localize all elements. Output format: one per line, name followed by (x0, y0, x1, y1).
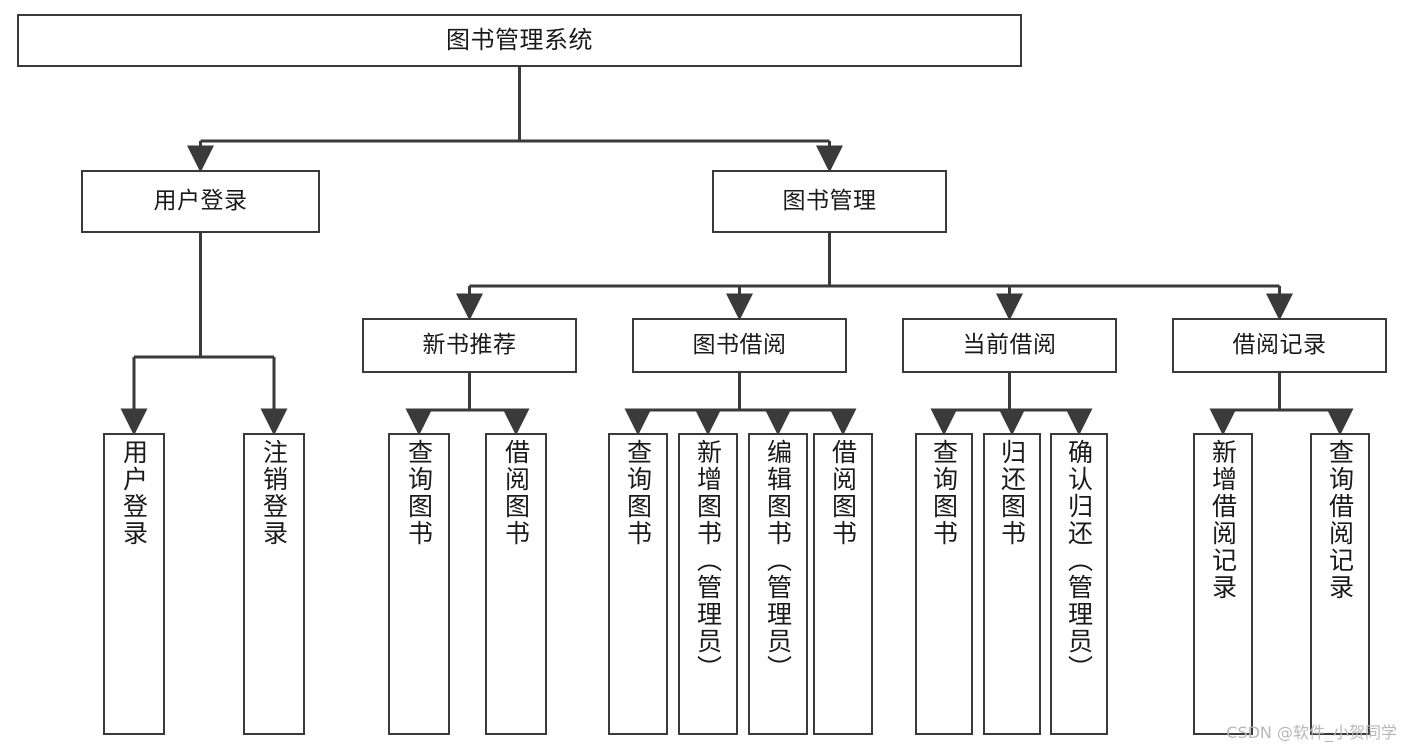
node-label: 确认归还（管理员） (1064, 439, 1094, 682)
node-label: 图书管理系统 (446, 26, 593, 55)
node-label: 编辑图书（管理员） (763, 439, 793, 682)
node-newbook[interactable]: 新书推荐 (362, 318, 577, 373)
node-c1[interactable]: 查询图书 (915, 433, 973, 735)
node-n2[interactable]: 借阅图书 (485, 433, 547, 735)
node-r2[interactable]: 查询借阅记录 (1310, 433, 1370, 735)
node-b2[interactable]: 新增图书（管理员） (678, 433, 738, 735)
node-c3[interactable]: 确认归还（管理员） (1050, 433, 1108, 735)
node-b1[interactable]: 查询图书 (608, 433, 668, 735)
node-label: 新增借阅记录 (1208, 439, 1238, 601)
node-label: 用户登录 (153, 187, 248, 214)
node-label: 查询图书 (623, 439, 653, 547)
node-label: 借阅记录 (1232, 331, 1327, 358)
node-label: 图书管理 (782, 187, 877, 214)
node-bookmgmt[interactable]: 图书管理 (712, 170, 947, 233)
node-login[interactable]: 用户登录 (81, 170, 320, 233)
node-label: 查询图书 (929, 439, 959, 547)
node-n1[interactable]: 查询图书 (388, 433, 450, 735)
node-label: 当前借阅 (962, 331, 1057, 358)
node-root[interactable]: 图书管理系统 (17, 14, 1022, 67)
node-l2[interactable]: 注销登录 (243, 433, 305, 735)
node-records[interactable]: 借阅记录 (1172, 318, 1387, 373)
watermark: CSDN @软件_小贺同学 (1226, 723, 1397, 742)
node-r1[interactable]: 新增借阅记录 (1193, 433, 1253, 735)
node-label: 借阅图书 (501, 439, 531, 547)
node-label: 归还图书 (997, 439, 1027, 547)
node-label: 用户登录 (119, 439, 149, 547)
node-current[interactable]: 当前借阅 (902, 318, 1117, 373)
node-label: 查询借阅记录 (1325, 439, 1355, 601)
node-c2[interactable]: 归还图书 (983, 433, 1041, 735)
node-label: 图书借阅 (692, 331, 787, 358)
node-label: 借阅图书 (828, 439, 858, 547)
node-l1[interactable]: 用户登录 (103, 433, 165, 735)
node-b3[interactable]: 编辑图书（管理员） (748, 433, 808, 735)
node-borrow[interactable]: 图书借阅 (632, 318, 847, 373)
node-label: 查询图书 (404, 439, 434, 547)
node-b4[interactable]: 借阅图书 (813, 433, 873, 735)
node-label: 新增图书（管理员） (693, 439, 723, 682)
node-label: 注销登录 (259, 439, 289, 547)
node-label: 新书推荐 (422, 331, 517, 358)
